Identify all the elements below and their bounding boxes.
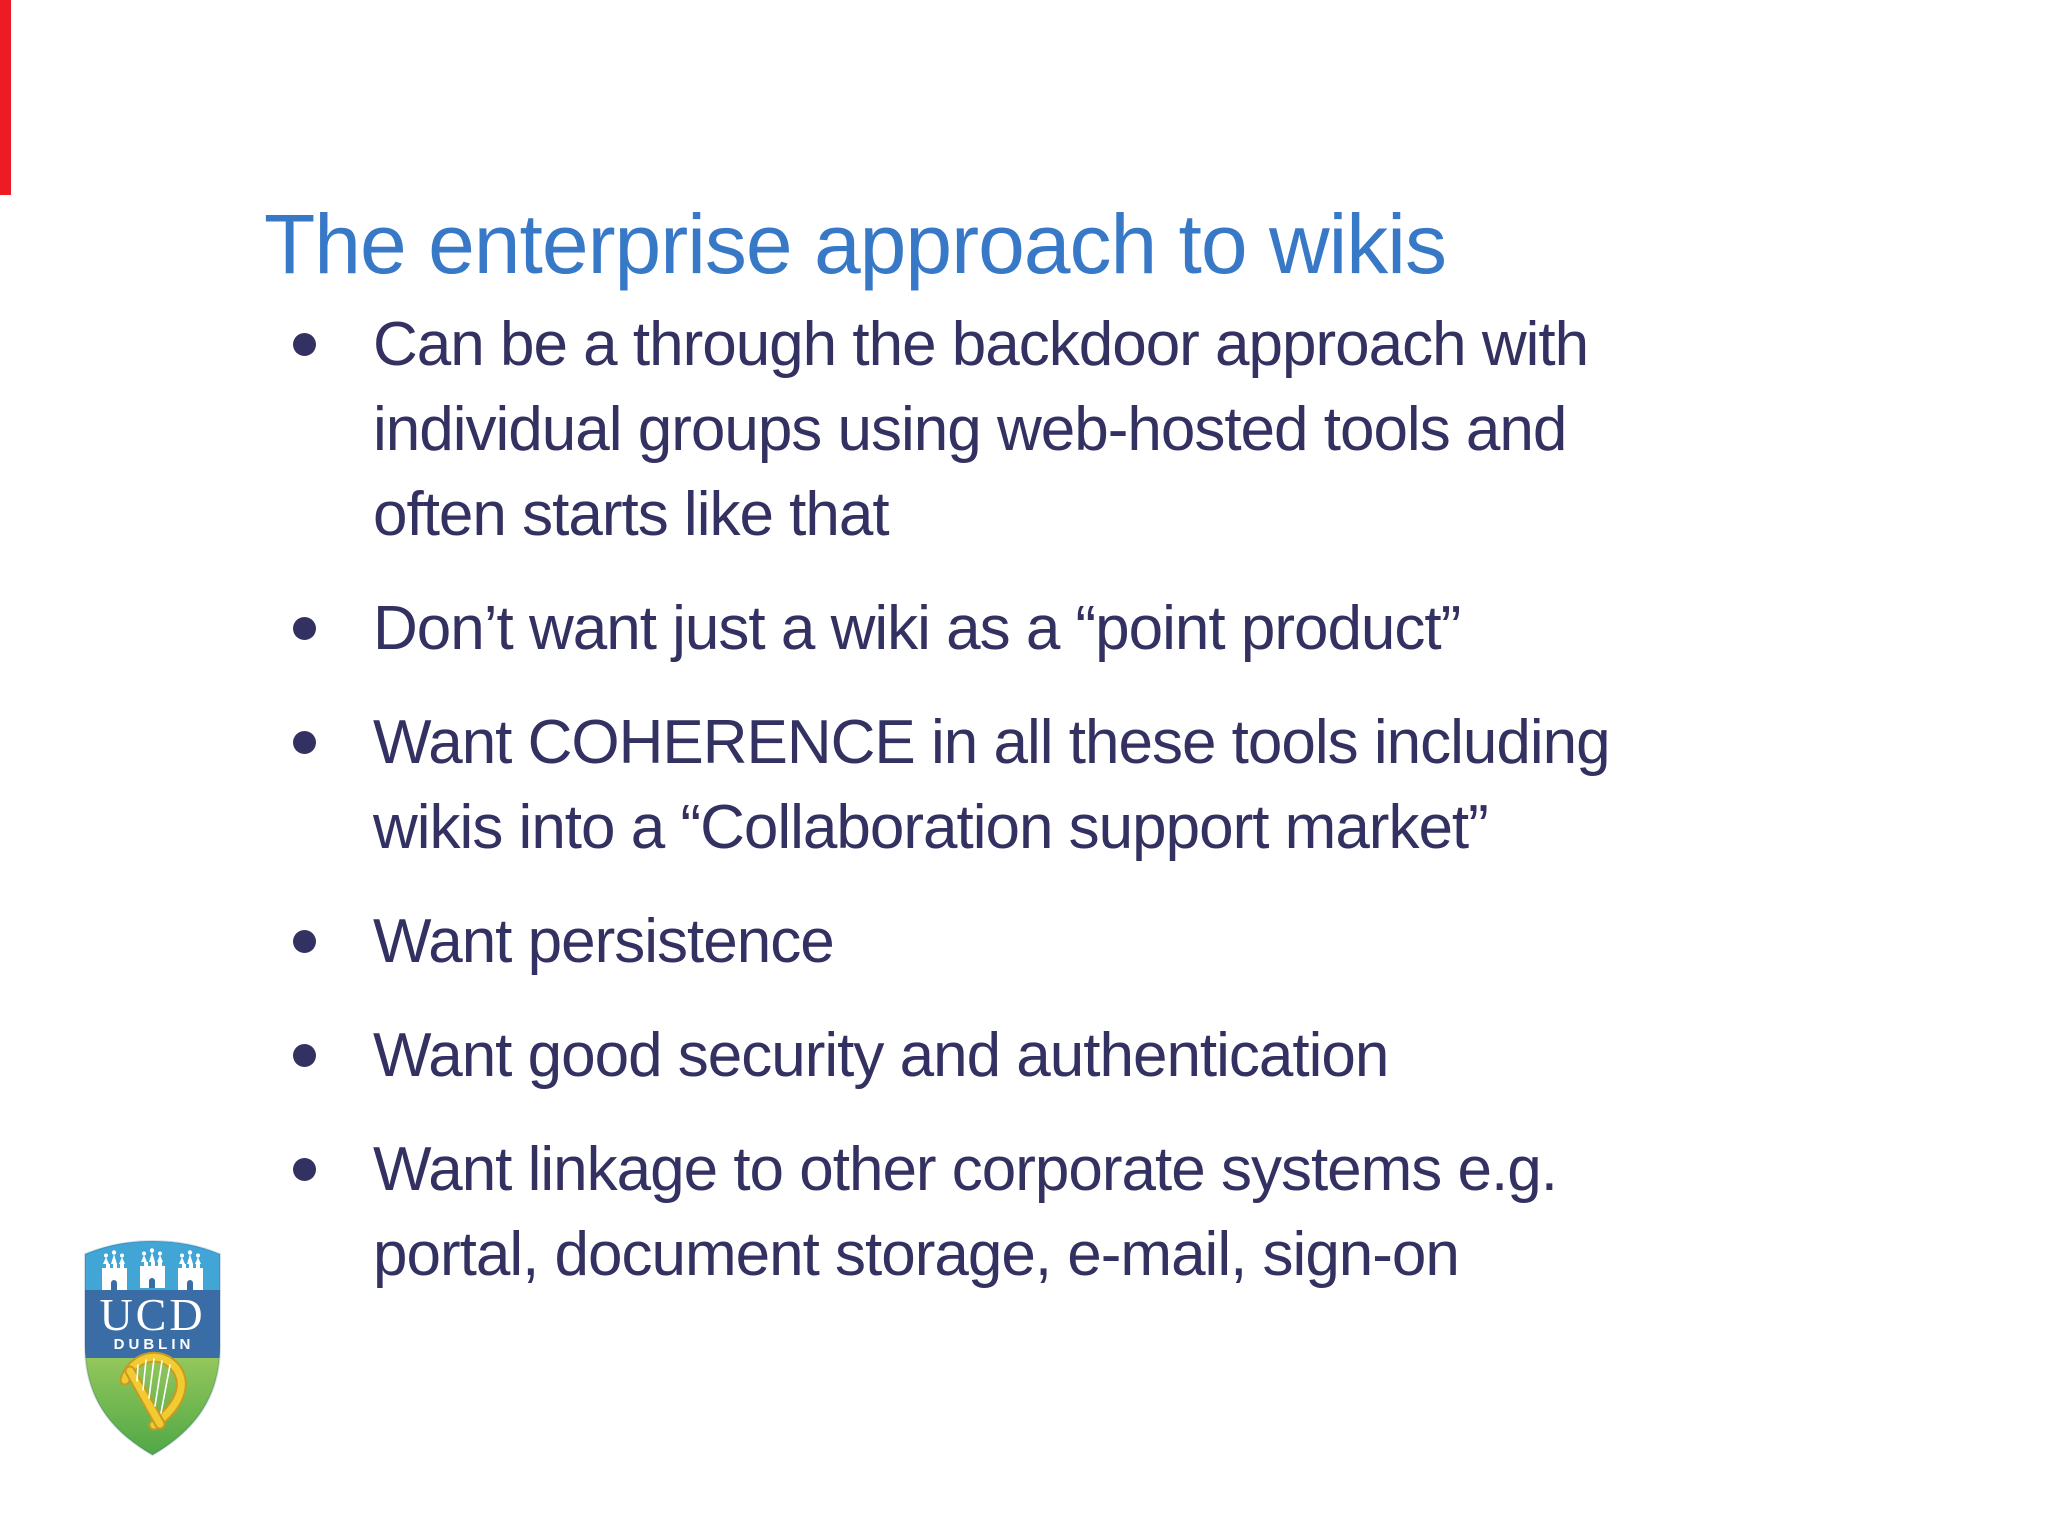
bullet-text: Want COHERENCE in all these tools includ… [373, 700, 1873, 870]
bullet-item: Want linkage to other corporate systems … [293, 1127, 1873, 1297]
bullet-item: Don’t want just a wiki as a “point produ… [293, 586, 1873, 671]
harp-icon [119, 1351, 187, 1431]
bullet-dot [293, 617, 316, 640]
bullet-line: Want COHERENCE in all these tools includ… [373, 708, 1611, 777]
bullet-dot [293, 333, 316, 356]
bullet-text: Want good security and authentication [373, 1013, 1873, 1098]
logo-acronym: UCD [99, 1289, 205, 1340]
bullet-text: Want linkage to other corporate systems … [373, 1127, 1873, 1297]
red-stripe-artifact [0, 0, 11, 195]
ucd-crest-icon: UCD DUBLIN [84, 1239, 221, 1457]
bullet-item: Want good security and authentication [293, 1013, 1873, 1098]
bullet-line: individual groups using web-hosted tools… [373, 395, 1567, 464]
bullet-line: Want persistence [373, 907, 835, 976]
bullet-dot [293, 1044, 316, 1067]
bullet-item: Want persistence [293, 899, 1873, 984]
bullet-line: Want linkage to other corporate systems … [373, 1135, 1558, 1204]
slide-title: The enterprise approach to wikis [264, 197, 1447, 292]
bullet-line: Don’t want just a wiki as a “point produ… [373, 594, 1461, 663]
ucd-dublin-logo: UCD DUBLIN [80, 1238, 225, 1458]
bullet-dot [293, 731, 316, 754]
bullet-item: Want COHERENCE in all these tools includ… [293, 700, 1873, 870]
bullet-list: Can be a through the backdoor approach w… [293, 302, 1873, 1297]
bullet-dot [293, 1158, 316, 1181]
bullet-line: Can be a through the backdoor approach w… [373, 310, 1589, 379]
bullet-line: often starts like that [373, 480, 890, 549]
bullet-text: Don’t want just a wiki as a “point produ… [373, 586, 1873, 671]
bullet-item: Can be a through the backdoor approach w… [293, 302, 1873, 557]
bullet-line: wikis into a “Collaboration support mark… [373, 793, 1489, 862]
bullet-text: Can be a through the backdoor approach w… [373, 302, 1873, 557]
shield-outline [84, 1239, 221, 1457]
bullet-line: portal, document storage, e-mail, sign-o… [373, 1220, 1460, 1289]
bullet-line: Want good security and authentication [373, 1021, 1389, 1090]
bullet-text: Want persistence [373, 899, 1873, 984]
logo-city: DUBLIN [114, 1336, 195, 1353]
bullet-dot [293, 930, 316, 953]
